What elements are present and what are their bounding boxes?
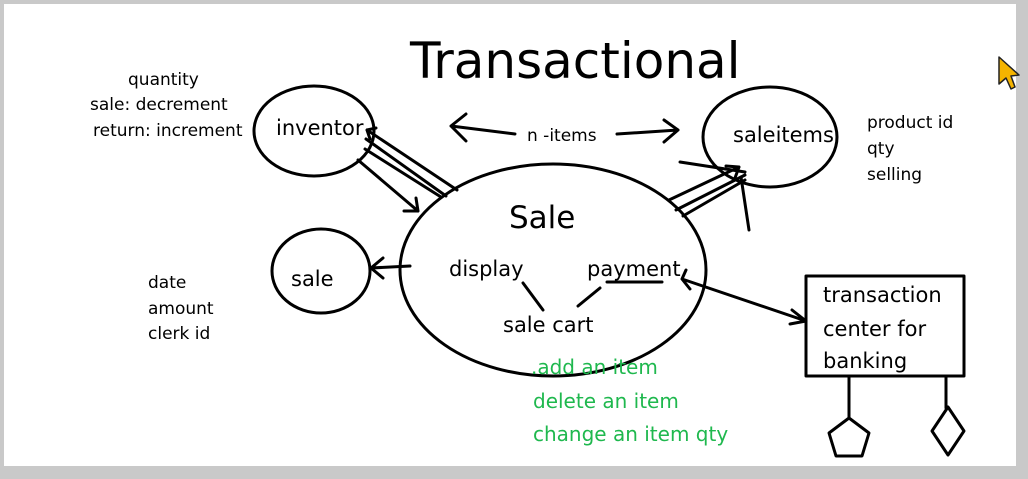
inventory-to-sale-line-b (363, 147, 443, 199)
display-to-cart-line (521, 281, 545, 312)
sale-part-payment: payment (587, 257, 681, 281)
inventory-ellipse (252, 84, 376, 178)
sale-small-ellipse (270, 227, 372, 315)
sale-note-clerk-id: clerk id (148, 324, 211, 344)
sale-to-saleitems-line-b (674, 173, 747, 212)
sale-note-amount: amount (148, 299, 214, 319)
sale-to-saleitems-line-c (681, 178, 747, 218)
inventory-note-sale: sale: decrement (90, 95, 228, 115)
saleitems-down-stroke (739, 175, 751, 232)
sale-part-display: display (449, 257, 524, 281)
inventory-to-sale-arrow (356, 158, 420, 213)
diagram-title: Transactional (410, 32, 741, 90)
n-items-arrow-right (615, 118, 680, 144)
sale-main-node-label: Sale (509, 200, 576, 236)
saleitems-note-selling: selling (867, 165, 923, 185)
cart-action-add: .add an item (531, 355, 658, 379)
inventory-node-label: inventor (276, 116, 364, 140)
saleitems-node-label: saleitems (733, 123, 834, 147)
pentagon-shape (827, 416, 871, 458)
inventory-to-sale-line-a (364, 137, 448, 198)
pointer-cursor-icon (998, 56, 1020, 90)
sale-to-inventory-arrow (365, 126, 459, 192)
sale-to-saleitems-line-a (667, 164, 741, 202)
diamond-shape (930, 405, 966, 457)
sale-part-cart: sale cart (503, 313, 594, 337)
saleitems-note-product-id: product id (867, 113, 954, 133)
n-items-label: n -items (527, 126, 597, 146)
whiteboard-surface (4, 4, 1016, 466)
transaction-line-3: banking (823, 349, 908, 373)
inventory-note-return: return: increment (93, 121, 243, 141)
transaction-line-1: transaction (823, 283, 942, 307)
payment-to-cart-line (576, 286, 602, 308)
sale-note-date: date (148, 273, 187, 293)
cart-action-delete: delete an item (533, 389, 679, 413)
saleitems-note-qty: qty (867, 139, 895, 159)
inventory-note-quantity: quantity (128, 70, 199, 90)
sale-record-node-label: sale (291, 267, 334, 291)
sale-to-record-arrow (369, 256, 412, 280)
saleitems-ellipse (701, 85, 839, 189)
n-items-arrow-left (449, 112, 517, 143)
saleitems-tick (678, 160, 747, 174)
payment-transaction-arrow (680, 268, 808, 326)
cart-action-change-qty: change an item qty (533, 422, 729, 446)
sale-main-ellipse (398, 162, 708, 378)
transaction-box (804, 274, 966, 378)
transaction-line-2: center for (823, 317, 927, 341)
